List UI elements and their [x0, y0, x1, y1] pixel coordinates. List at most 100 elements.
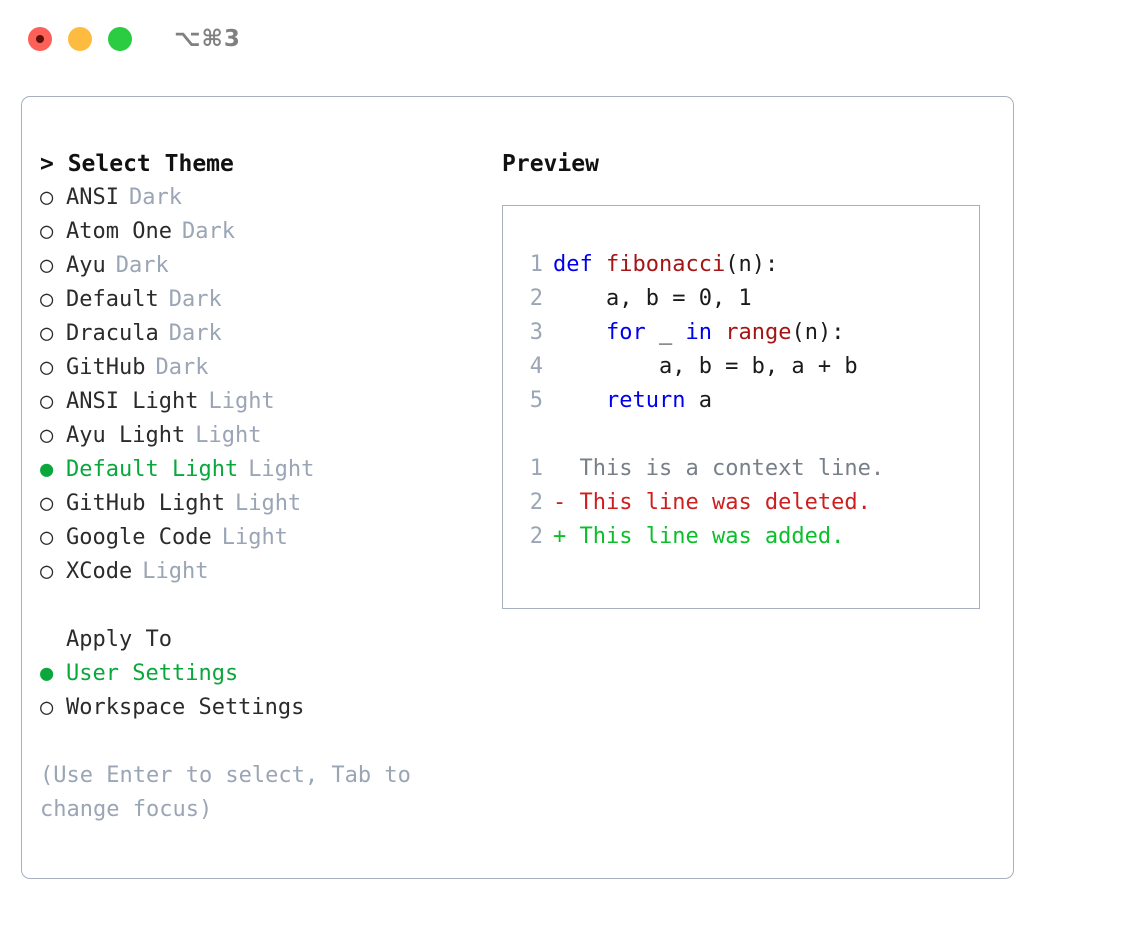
- theme-option-ayu-light[interactable]: ○ Ayu Light Light: [40, 419, 502, 453]
- code-token-fn: fibonacci: [605, 252, 726, 277]
- code-token-kw: in: [685, 320, 712, 345]
- diff-line-number: 2: [529, 490, 543, 515]
- theme-option-label: Default Light: [66, 457, 239, 482]
- code-token-plain: _: [645, 320, 686, 345]
- radio-unselected-icon: ○: [40, 321, 54, 346]
- code-token-plain: a, b = b, a + b: [553, 354, 858, 379]
- radio-unselected-icon: ○: [40, 695, 54, 720]
- code-line: 5 return a: [517, 384, 979, 418]
- theme-option-label: Ayu Light: [66, 423, 186, 448]
- code-token-plain: a: [685, 388, 712, 413]
- apply-to-option-label: User Settings: [66, 661, 239, 686]
- close-button-icon[interactable]: [28, 27, 52, 51]
- code-line-number: 1: [529, 252, 543, 277]
- theme-option-tag: Light: [234, 491, 302, 516]
- theme-option-dracula[interactable]: ○ Dracula Dark: [40, 317, 502, 351]
- code-diff-gap: [517, 418, 979, 452]
- keyboard-hint-text: (Use Enter to select, Tab to change focu…: [40, 763, 425, 822]
- radio-selected-icon: ●: [40, 457, 54, 482]
- radio-unselected-icon: ○: [40, 389, 54, 414]
- apply-to-list[interactable]: ● User Settings ○ Workspace Settings: [40, 657, 502, 725]
- theme-list-header: > Select Theme: [40, 151, 234, 177]
- diff-marker: [553, 456, 580, 481]
- radio-unselected-icon: ○: [40, 423, 54, 448]
- theme-option-tag: Light: [248, 457, 315, 482]
- theme-option-label: Google Code: [66, 525, 212, 550]
- theme-option-tag: Light: [208, 389, 275, 414]
- theme-option-tag: Light: [195, 423, 262, 448]
- radio-unselected-icon: ○: [40, 287, 54, 312]
- code-line: 2 a, b = 0, 1: [517, 282, 979, 316]
- radio-selected-icon: ●: [40, 661, 54, 686]
- window-title: ⌥⌘3: [174, 26, 241, 52]
- theme-option-google-code[interactable]: ○ Google Code Light: [40, 521, 502, 555]
- diff-sample: 1 This is a context line.2- This line wa…: [517, 452, 979, 554]
- code-token-plain: [553, 388, 606, 413]
- theme-option-default-light[interactable]: ● Default Light Light: [40, 453, 502, 487]
- theme-option-label: Dracula: [66, 321, 159, 346]
- theme-option-tag: Dark: [168, 321, 222, 346]
- radio-unselected-icon: ○: [40, 253, 54, 278]
- theme-option-ansi-light[interactable]: ○ ANSI Light Light: [40, 385, 502, 419]
- diff-marker: +: [553, 524, 580, 549]
- diff-line-text: This line was deleted.: [579, 490, 871, 515]
- theme-option-label: XCode: [66, 559, 133, 584]
- diff-line-add: 2+ This line was added.: [517, 520, 979, 554]
- radio-unselected-icon: ○: [40, 491, 54, 516]
- theme-option-default[interactable]: ○ Default Dark: [40, 283, 502, 317]
- radio-unselected-icon: ○: [40, 219, 54, 244]
- traffic-lights: [28, 27, 132, 51]
- code-line-number: 3: [529, 320, 543, 345]
- radio-unselected-icon: ○: [40, 355, 54, 380]
- theme-option-label: GitHub Light: [66, 491, 225, 516]
- radio-unselected-icon: ○: [40, 525, 54, 550]
- code-token-plain: (n):: [725, 252, 779, 277]
- code-token-plain: a, b = 0, 1: [553, 286, 752, 311]
- zoom-button-icon[interactable]: [108, 27, 132, 51]
- apply-to-option-user-settings[interactable]: ● User Settings: [40, 657, 502, 691]
- window-titlebar: ⌥⌘3: [0, 0, 1140, 78]
- code-line-number: 5: [529, 388, 543, 413]
- apply-to-option-workspace-settings[interactable]: ○ Workspace Settings: [40, 691, 502, 725]
- code-line: 4 a, b = b, a + b: [517, 350, 979, 384]
- theme-option-tag: Dark: [168, 287, 222, 312]
- preview-title: Preview: [502, 151, 599, 177]
- theme-option-tag: Dark: [115, 253, 169, 278]
- radio-unselected-icon: ○: [40, 559, 54, 584]
- diff-line-ctx: 1 This is a context line.: [517, 452, 979, 486]
- diff-line-del: 2- This line was deleted.: [517, 486, 979, 520]
- theme-option-tag: Dark: [128, 185, 182, 210]
- code-token-plain: (n):: [791, 320, 845, 345]
- theme-option-github-light[interactable]: ○ GitHub Light Light: [40, 487, 502, 521]
- minimize-button-icon[interactable]: [68, 27, 92, 51]
- code-token-kw: for: [605, 320, 646, 345]
- code-token-kw: def: [553, 252, 606, 277]
- diff-line-text: This is a context line.: [579, 456, 885, 481]
- code-token-kw: return: [605, 388, 686, 413]
- apply-to-label: Apply To: [66, 627, 172, 652]
- diff-line-number: 1: [529, 456, 543, 481]
- theme-option-label: Default: [66, 287, 159, 312]
- diff-line-text: This line was added.: [579, 524, 845, 549]
- theme-option-label: ANSI Light: [66, 389, 199, 414]
- radio-unselected-icon: ○: [40, 185, 54, 210]
- code-line-number: 4: [529, 354, 543, 379]
- theme-option-label: Atom One: [66, 219, 172, 244]
- theme-option-tag: Light: [221, 525, 288, 550]
- code-token-plain: [712, 320, 725, 345]
- apply-to-option-label: Workspace Settings: [66, 695, 305, 720]
- theme-option-label: GitHub: [66, 355, 146, 380]
- diff-marker: -: [553, 490, 580, 515]
